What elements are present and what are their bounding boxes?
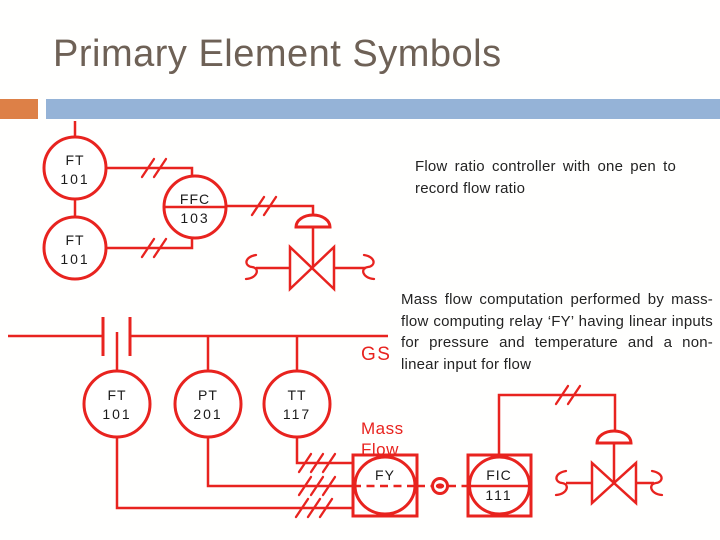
wave-line-end-left <box>554 469 568 497</box>
ffc-tag: FFC <box>180 191 210 207</box>
diagram-mass-flow-computation: FT 101 PT 201 TT 117 FY <box>8 317 664 519</box>
signal-connector-dot <box>435 483 445 489</box>
signal-line-ft-to-fy <box>115 437 353 510</box>
signal-slash-marks <box>554 384 582 406</box>
caption-mass-flow: Mass flow computation performed by mass-… <box>401 291 713 373</box>
ft-bottom-number: 101 <box>60 251 89 267</box>
signal-line-tt-to-fy <box>295 437 353 465</box>
signal-slash-marks <box>140 237 168 259</box>
valve-actuator-diaphragm <box>595 429 633 445</box>
ft-bottom-tag: FT <box>65 232 84 248</box>
ft-number: 101 <box>102 406 131 422</box>
mass-flow-label-line2: Flow <box>361 440 399 459</box>
fic-tag: FIC <box>486 467 512 483</box>
signal-line-ft-top-to-ffc <box>106 166 194 176</box>
ft-top-tag: FT <box>65 152 84 168</box>
wave-line-end-right <box>650 469 664 497</box>
signal-slash-marks <box>294 497 334 519</box>
instrument-circle-tt <box>262 369 332 439</box>
signal-slash-marks <box>250 195 278 217</box>
valve-body-left <box>590 460 616 506</box>
mass-flow-label-line1: Mass <box>361 419 404 438</box>
instrument-circle-ft <box>82 369 152 439</box>
instrument-circle-ft-top <box>42 135 108 201</box>
page-title: Primary Element Symbols <box>53 33 502 75</box>
pt-tag: PT <box>198 387 218 403</box>
control-valve-2 <box>554 429 664 506</box>
ft-top-number: 101 <box>60 171 89 187</box>
control-valve-1 <box>244 213 376 292</box>
signal-slash-marks <box>297 475 337 497</box>
valve-actuator-diaphragm <box>294 213 332 229</box>
signal-slash-marks <box>140 157 168 179</box>
accent-bar-blue <box>46 99 720 119</box>
fic-number: 111 <box>485 487 512 503</box>
ffc-number: 103 <box>180 210 209 226</box>
signal-line-ft-bottom-to-ffc <box>106 238 194 250</box>
valve-body-left <box>288 244 314 292</box>
instrument-circle-pt <box>173 369 243 439</box>
diagram-flow-ratio-controller: FT 101 FT 101 FFC 103 <box>42 121 376 292</box>
signal-line-ffc-to-valve <box>226 204 315 215</box>
signal-slash-marks <box>297 452 337 474</box>
mass-flow-label: Mass Flow <box>361 418 404 460</box>
pt-number: 201 <box>193 406 222 422</box>
fy-computing-relay: FY <box>351 453 419 518</box>
fic-controller: FIC 111 <box>466 453 533 518</box>
wave-line-end-left <box>244 253 258 281</box>
instrument-circle-ft-bottom <box>42 215 108 281</box>
wave-line-end-right <box>362 253 376 281</box>
valve-body-right <box>310 244 336 292</box>
tt-number: 117 <box>283 406 311 422</box>
valve-body-right <box>612 460 638 506</box>
tt-tag: TT <box>287 387 306 403</box>
signal-line-fic-to-valve <box>497 393 617 455</box>
gs-label: GS <box>361 344 392 365</box>
fy-tag: FY <box>375 467 395 483</box>
caption-flow-ratio: Flow ratio controller with one pen to re… <box>415 158 676 197</box>
ft-tag: FT <box>107 387 126 403</box>
accent-bar-orange <box>0 99 38 119</box>
